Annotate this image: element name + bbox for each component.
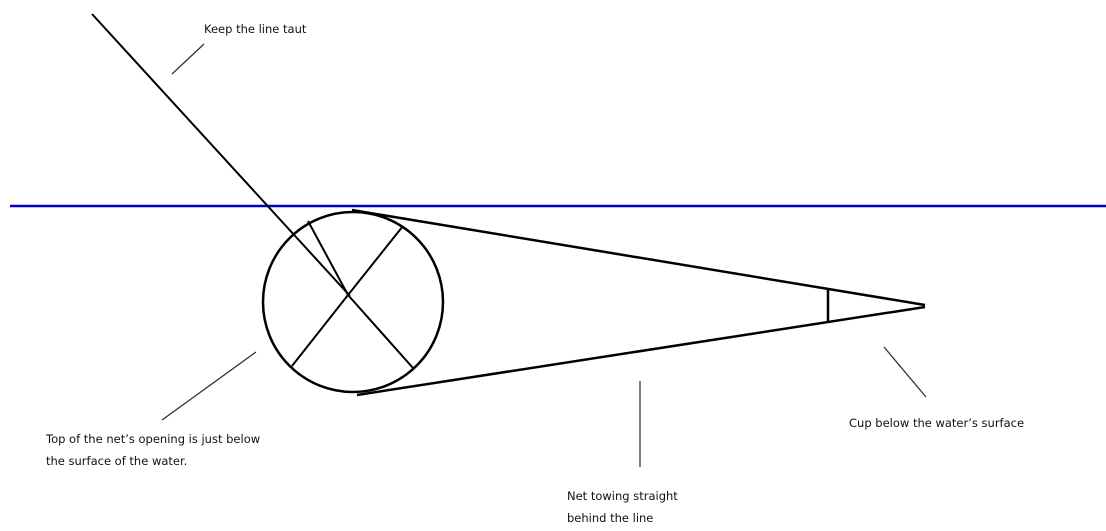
label-top-of-net-line2: the surface of the water. [46, 450, 260, 472]
label-top-of-net: Top of the net’s opening is just below t… [46, 428, 260, 472]
label-cup: Cup below the water’s surface [849, 412, 1024, 434]
bridle-line-1 [348, 226, 403, 295]
tow-line [92, 14, 350, 296]
bridle-line-2 [292, 295, 348, 366]
leader-top-of-net [162, 352, 256, 420]
label-keep-taut: Keep the line taut [204, 18, 306, 40]
label-net-towing-line2: behind the line [567, 507, 678, 529]
label-net-towing: Net towing straight behind the line [567, 485, 678, 529]
label-top-of-net-line1: Top of the net’s opening is just below [46, 428, 260, 450]
label-net-towing-line1: Net towing straight [567, 485, 678, 507]
net-cone-top-edge [352, 210, 925, 305]
leader-cup [884, 347, 926, 397]
bridle-line-4 [348, 295, 413, 368]
leader-keep-taut [172, 44, 204, 74]
